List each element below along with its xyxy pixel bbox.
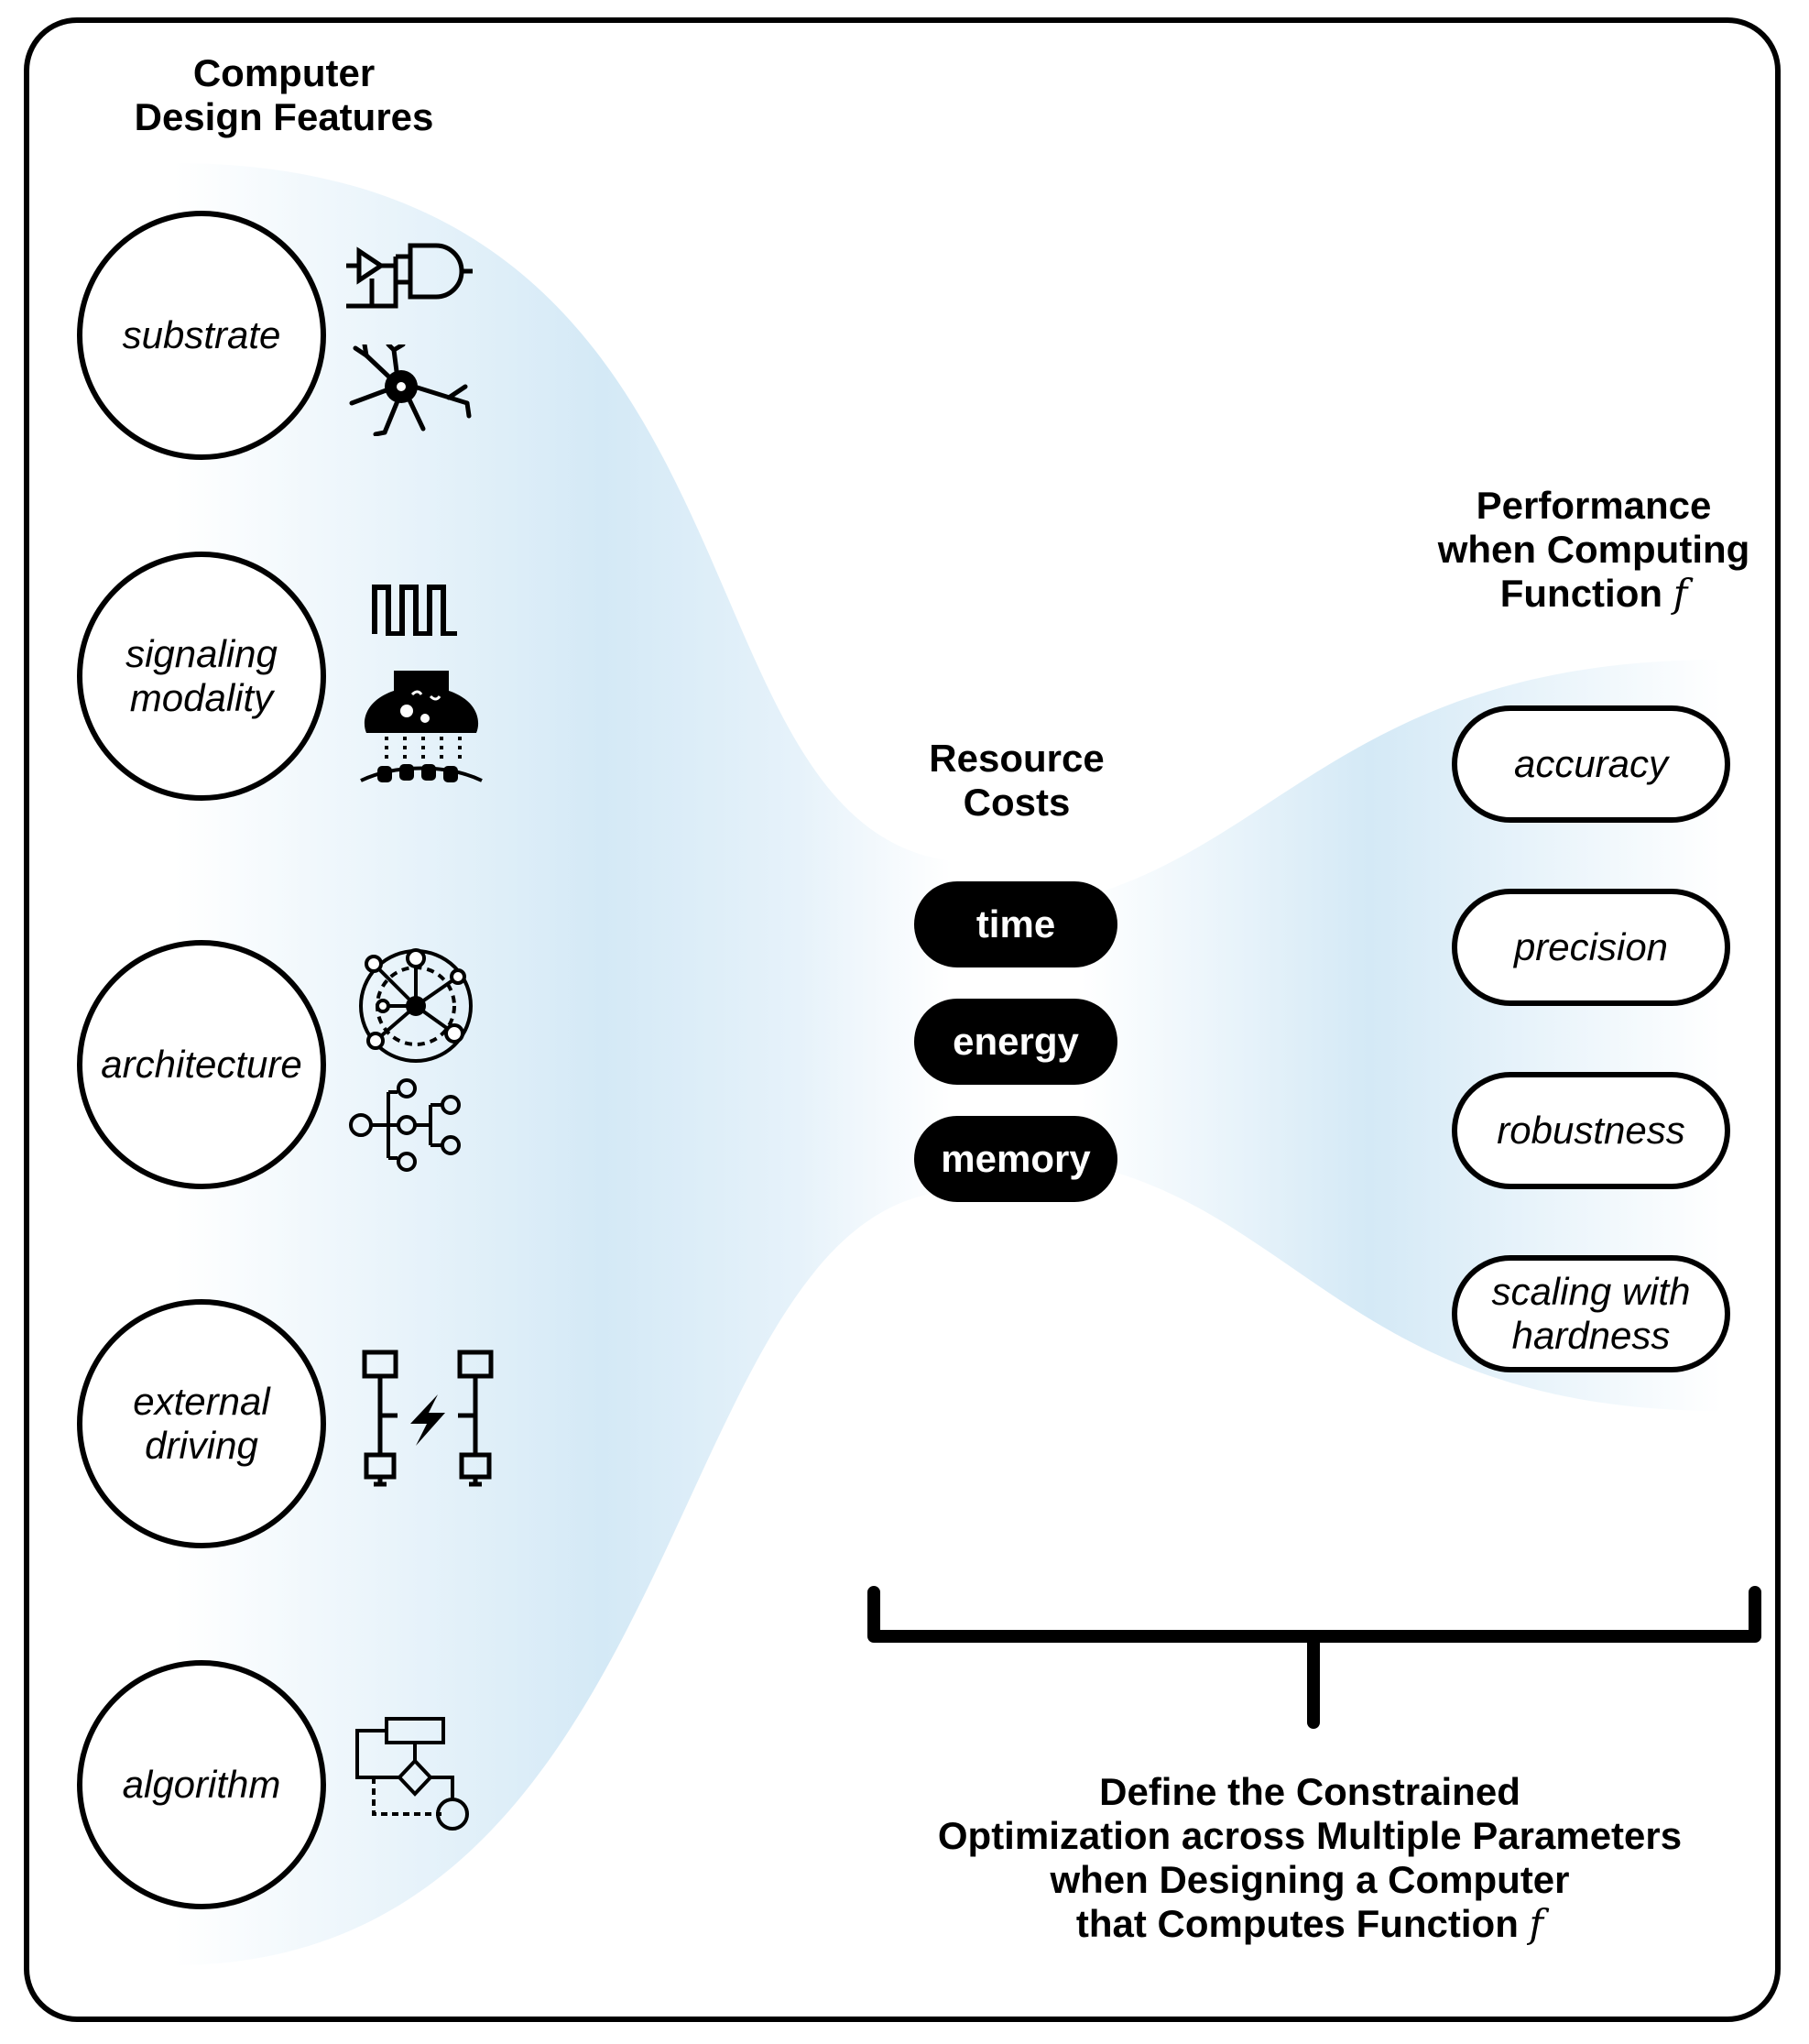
performance-heading: Performance when Computing Function f bbox=[1374, 484, 1809, 616]
substrate-label: substrate bbox=[122, 313, 281, 356]
energy-pill: energy bbox=[914, 999, 1117, 1085]
architecture-circle: architecture bbox=[77, 940, 326, 1189]
optimization-heading-line-1: Define the Constrained bbox=[1099, 1770, 1520, 1813]
optimization-heading-function: that Computes Function bbox=[1075, 1902, 1519, 1945]
substrate-circle: substrate bbox=[77, 211, 326, 460]
optimization-heading-line-2: Optimization across Multiple Parameters bbox=[937, 1814, 1683, 1857]
optimization-heading-line-4: that Computes Function f bbox=[879, 1902, 1740, 1946]
precision-pill: precision bbox=[1452, 889, 1730, 1006]
optimization-heading: Define the Constrained Optimization acro… bbox=[879, 1770, 1740, 1946]
function-symbol-bottom: f bbox=[1529, 1901, 1544, 1946]
performance-heading-line-2: when Computing bbox=[1437, 528, 1750, 571]
left-funnel bbox=[174, 163, 953, 1965]
architecture-label: architecture bbox=[101, 1043, 302, 1086]
resource-costs-heading: Resource Costs bbox=[929, 737, 1105, 824]
scaling-with-hardness-label: scaling with hardness bbox=[1491, 1270, 1691, 1357]
network-graph-icon bbox=[359, 948, 473, 1063]
accuracy-label: accuracy bbox=[1513, 742, 1669, 785]
optimization-heading-line-3: when Designing a Computer bbox=[1050, 1858, 1570, 1901]
algorithm-circle: algorithm bbox=[77, 1660, 326, 1909]
neuron-icon bbox=[349, 344, 472, 436]
function-symbol: f bbox=[1673, 571, 1688, 616]
robustness-pill: robustness bbox=[1452, 1072, 1730, 1189]
distributed-power-icon bbox=[362, 1350, 494, 1487]
performance-heading-function: Function bbox=[1499, 572, 1663, 615]
right-funnel bbox=[1081, 660, 1722, 1411]
logic-gate-icon bbox=[346, 243, 473, 309]
bracket-connector bbox=[867, 1586, 1761, 1729]
performance-heading-line-1: Performance bbox=[1476, 484, 1712, 527]
algorithm-label: algorithm bbox=[122, 1763, 281, 1806]
signaling-modality-circle: signaling modality bbox=[77, 552, 326, 801]
signaling-modality-label: signaling modality bbox=[125, 632, 278, 719]
accuracy-pill: accuracy bbox=[1452, 705, 1730, 823]
square-wave-icon bbox=[372, 585, 457, 636]
tree-hierarchy-icon bbox=[349, 1078, 461, 1172]
external-driving-label: external driving bbox=[133, 1380, 270, 1467]
precision-label: precision bbox=[1513, 925, 1669, 968]
scaling-with-hardness-pill: scaling with hardness bbox=[1452, 1255, 1730, 1372]
external-driving-circle: external driving bbox=[77, 1299, 326, 1548]
robustness-label: robustness bbox=[1497, 1109, 1685, 1152]
flowchart-icon bbox=[355, 1717, 469, 1831]
memory-pill: memory bbox=[914, 1116, 1117, 1202]
time-pill: time bbox=[914, 881, 1117, 967]
performance-heading-line-3: Function f bbox=[1374, 572, 1809, 616]
design-features-heading: Computer Design Features bbox=[134, 51, 434, 138]
synapse-icon bbox=[360, 671, 483, 782]
